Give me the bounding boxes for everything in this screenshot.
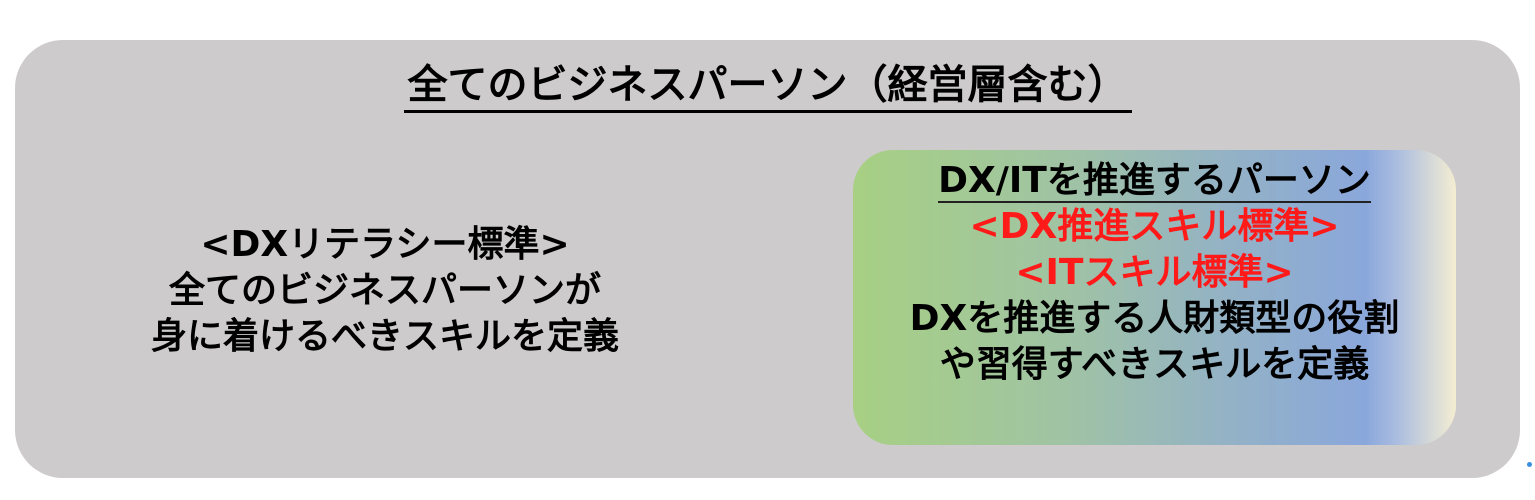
left-description-line-2: 身に着けるべきスキルを定義: [150, 316, 619, 357]
promoter-heading: DX/ITを推進するパーソン: [853, 158, 1456, 204]
dx-it-promoter-box: [853, 150, 1456, 445]
it-skill-standard: <ITスキル標準>: [1015, 252, 1294, 293]
right-description-line-1: DXを推進する人財類型の役割: [909, 298, 1400, 339]
left-description-line-1: 全てのビジネスパーソンが: [168, 270, 601, 311]
promoter-heading-text: DX/ITを推進するパーソン: [938, 160, 1371, 203]
blue-dot-mark: [1527, 462, 1532, 467]
dx-it-promoter-block: DX/ITを推進するパーソン <DX推進スキル標準> <ITスキル標準> DXを…: [853, 158, 1456, 388]
diagram-title: 全てのビジネスパーソン（経営層含む）: [0, 60, 1535, 113]
title-text: 全てのビジネスパーソン（経営層含む）: [403, 62, 1132, 113]
dx-literacy-standard-label: <DXリテラシー標準>: [200, 224, 570, 265]
dx-literacy-block: <DXリテラシー標準> 全てのビジネスパーソンが 身に着けるべきスキルを定義: [85, 222, 685, 360]
right-description-line-2: や習得すべきスキルを定義: [939, 344, 1370, 385]
dx-promotion-skill-standard: <DX推進スキル標準>: [969, 206, 1340, 247]
